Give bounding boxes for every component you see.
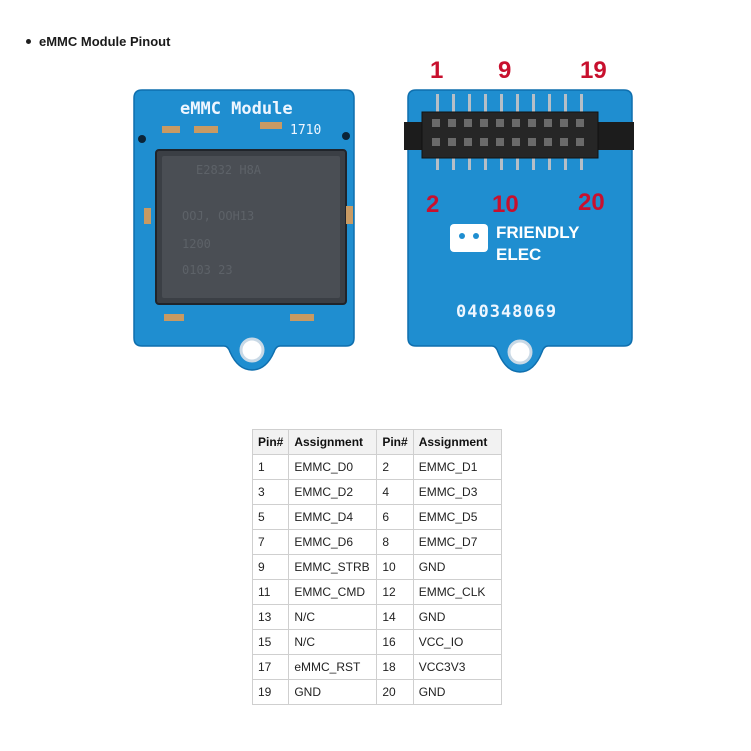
- pin-label-1: 1: [430, 57, 443, 84]
- pin-assignment: EMMC_CLK: [412, 579, 502, 605]
- serial-number: 040348069: [456, 302, 557, 322]
- pin-assignment: EMMC_D7: [412, 529, 502, 555]
- pin-number: 1: [251, 454, 290, 480]
- pin-assignment: EMMC_D0: [288, 454, 378, 480]
- back-board: 1 9 19 2 10 20 FRIENDLY ELEC 040348069: [404, 57, 634, 373]
- pin-label-19: 19: [580, 57, 607, 84]
- brand-line-1: FRIENDLY: [496, 223, 580, 242]
- pin-number: 4: [376, 479, 414, 505]
- section-heading: eMMC Module Pinout: [26, 34, 170, 49]
- pin-number: 19: [251, 679, 290, 705]
- pin-assignment: N/C: [288, 629, 378, 655]
- pin-assignment: N/C: [288, 604, 378, 630]
- brand-line-2: ELEC: [496, 245, 541, 264]
- table-header-row: Pin# Assignment Pin# Assignment: [251, 429, 502, 455]
- bullet-icon: [26, 39, 31, 44]
- pin-label-10: 10: [492, 191, 519, 218]
- chip-marking-4: 0103 23: [182, 263, 233, 277]
- pin-number: 14: [376, 604, 414, 630]
- pin-assignment: GND: [412, 679, 502, 705]
- pin-number: 17: [251, 654, 290, 680]
- pin-assignment: EMMC_D2: [288, 479, 378, 505]
- pin-number: 15: [251, 629, 290, 655]
- front-board: eMMC Module 1710 E2832 H8A OOJ, OOH13 12…: [133, 89, 355, 371]
- table-row: 3 EMMC_D2 4 EMMC_D3: [251, 479, 502, 505]
- pin-number: 7: [251, 529, 290, 555]
- pin-assignment: VCC_IO: [412, 629, 502, 655]
- pin-number: 2: [376, 454, 414, 480]
- pin-number: 12: [376, 579, 414, 605]
- front-silkscreen-title: eMMC Module: [180, 99, 293, 119]
- pin-number: 6: [376, 504, 414, 530]
- pin-assignment: GND: [412, 604, 502, 630]
- pin-assignment: EMMC_D3: [412, 479, 502, 505]
- pin-number: 10: [376, 554, 414, 580]
- pin-number: 13: [251, 604, 290, 630]
- table-row: 17 eMMC_RST 18 VCC3V3: [251, 654, 502, 680]
- pin-number: 11: [251, 579, 290, 605]
- pin-label-20: 20: [578, 189, 605, 216]
- pin-assignment: EMMC_STRB: [288, 554, 378, 580]
- pin-assignment: EMMC_D5: [412, 504, 502, 530]
- pin-assignment: VCC3V3: [412, 654, 502, 680]
- table-row: 1 EMMC_D0 2 EMMC_D1: [251, 454, 502, 480]
- module-photo: eMMC Module 1710 E2832 H8A OOJ, OOH13 12…: [120, 56, 640, 386]
- pin-number: 18: [376, 654, 414, 680]
- pin-assignment: EMMC_D1: [412, 454, 502, 480]
- table-row: 19 GND 20 GND: [251, 679, 502, 705]
- pin-number: 8: [376, 529, 414, 555]
- header-pin-1: Pin#: [251, 429, 290, 455]
- pin-assignment: EMMC_D6: [288, 529, 378, 555]
- table-row: 7 EMMC_D6 8 EMMC_D7: [251, 529, 502, 555]
- header-assignment-2: Assignment: [412, 429, 502, 455]
- table-row: 15 N/C 16 VCC_IO: [251, 629, 502, 655]
- pin-label-9: 9: [498, 57, 511, 84]
- pin-assignment: GND: [412, 554, 502, 580]
- page-title: eMMC Module Pinout: [39, 34, 171, 49]
- pin-assignment: EMMC_CMD: [288, 579, 378, 605]
- chip-marking-3: 1200: [182, 237, 211, 251]
- pin-assignment: eMMC_RST: [288, 654, 378, 680]
- friendly-elec-logo: [450, 224, 488, 252]
- pin-assignment: GND: [288, 679, 378, 705]
- header-assignment-1: Assignment: [288, 429, 378, 455]
- table-row: 11 EMMC_CMD 12 EMMC_CLK: [251, 579, 502, 605]
- pin-assignment: EMMC_D4: [288, 504, 378, 530]
- table-row: 13 N/C 14 GND: [251, 604, 502, 630]
- pin-number: 5: [251, 504, 290, 530]
- header-pin-2: Pin#: [376, 429, 414, 455]
- front-silkscreen-code: 1710: [290, 123, 321, 138]
- pin-number: 16: [376, 629, 414, 655]
- pin-label-2: 2: [426, 191, 439, 218]
- chip-marking-1: E2832 H8A: [196, 163, 262, 177]
- pin-number: 3: [251, 479, 290, 505]
- table-row: 9 EMMC_STRB 10 GND: [251, 554, 502, 580]
- chip-marking-2: OOJ, OOH13: [182, 209, 254, 223]
- pin-number: 9: [251, 554, 290, 580]
- table-row: 5 EMMC_D4 6 EMMC_D5: [251, 504, 502, 530]
- module-illustration: eMMC Module 1710 E2832 H8A OOJ, OOH13 12…: [133, 57, 634, 373]
- pinout-table: Pin# Assignment Pin# Assignment 1 EMMC_D…: [251, 429, 502, 705]
- pin-number: 20: [376, 679, 414, 705]
